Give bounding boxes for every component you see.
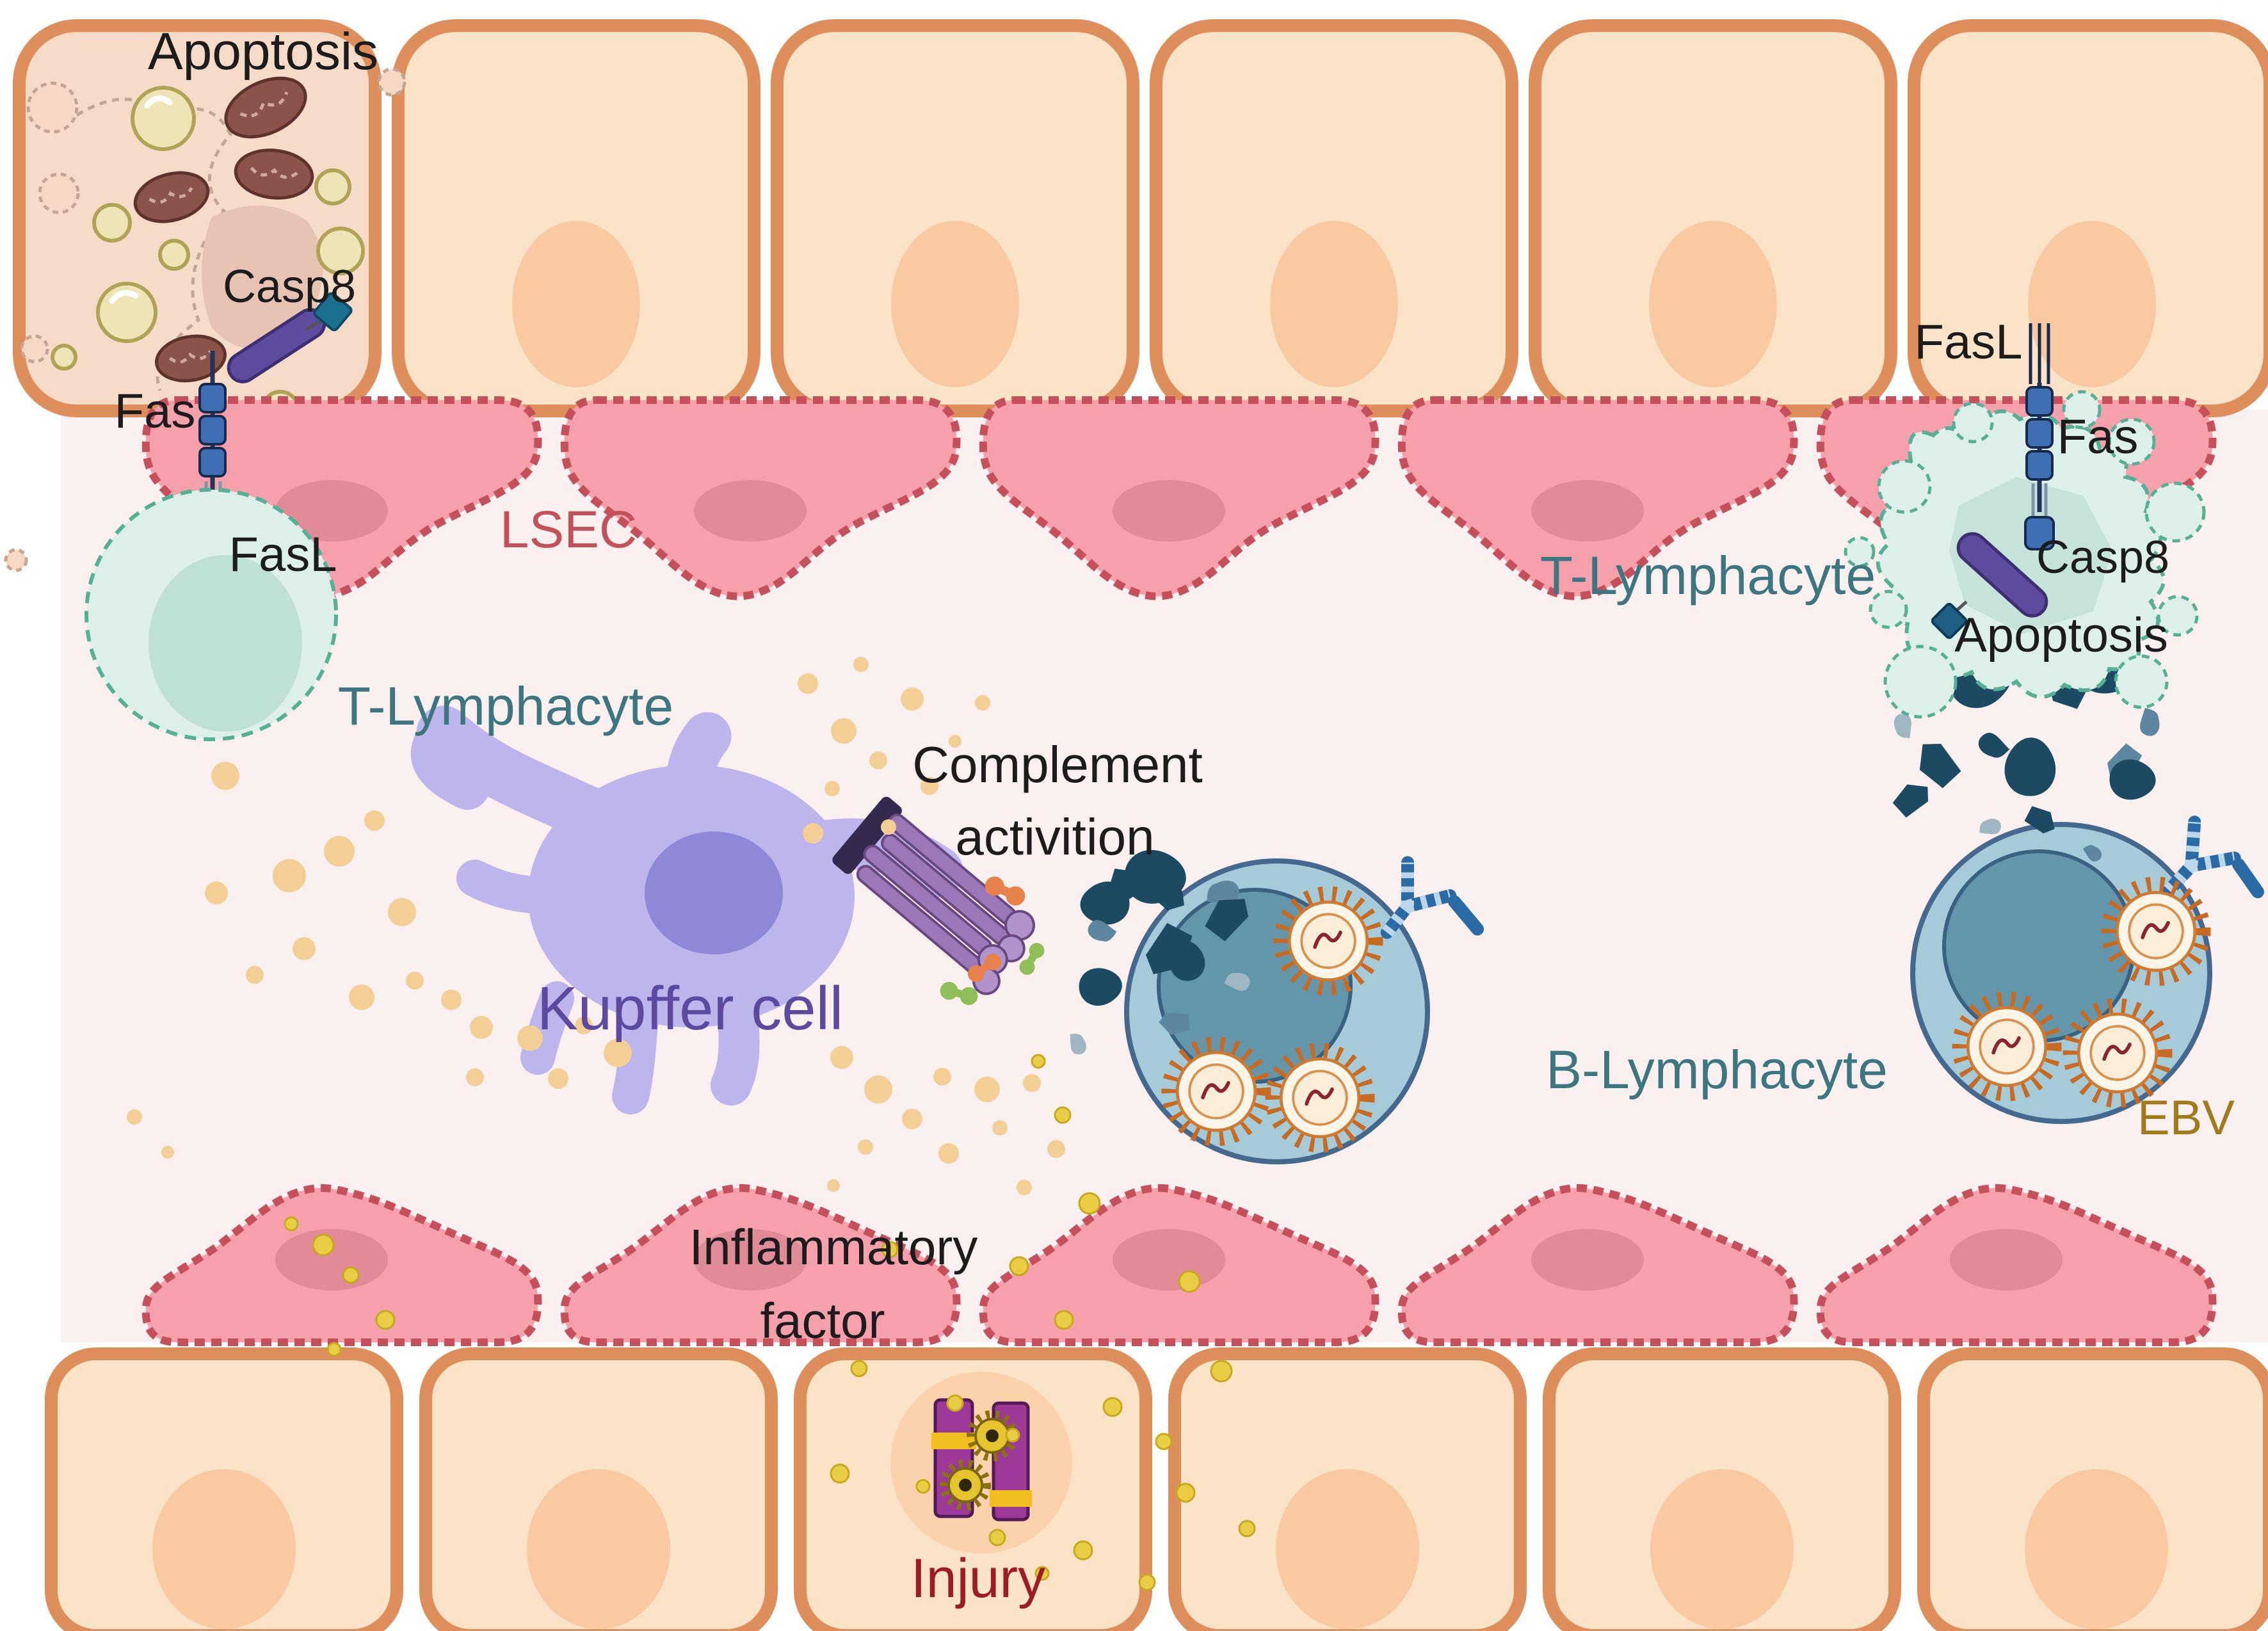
t-lymphocyte-left (84, 488, 338, 741)
inflammatory-dots-tan (127, 657, 1065, 1195)
t-cell-right-nucleus (1949, 477, 2112, 634)
label-t-lymphocyte-left: T-Lymphacyte (338, 676, 673, 736)
label-injury: Injury (911, 1548, 1045, 1609)
label-inflammatory-line1: Inflammatory (689, 1219, 978, 1275)
label-inflammatory-line2: factor (760, 1292, 885, 1349)
kupffer-nucleus (645, 832, 783, 954)
label-lsec: LSEC (500, 501, 637, 559)
fragmentation-outline (76, 97, 232, 391)
damaged-dna-structure (931, 1398, 1032, 1522)
label-apoptosis-left: Apoptosis (148, 22, 378, 81)
apoptotic-vesicles (51, 86, 365, 430)
bottom-hepatocyte-row (45, 1347, 2268, 1631)
membrane-blebs (4, 67, 406, 572)
label-complement-line2: activition (955, 808, 1154, 865)
kupffer-cell (411, 705, 963, 1114)
label-b-lymphocyte: B-Lymphacyte (1546, 1040, 1888, 1100)
label-fasl-left: FasL (229, 527, 337, 582)
label-t-lymphocyte-right: T-Lymphacyte (1540, 545, 1876, 606)
labels: Apoptosis Casp8 Fas FasL LSEC T-Lymphacy… (115, 22, 2235, 1609)
label-fas-left: Fas (115, 384, 196, 438)
apoptotic-bubbles (1844, 390, 2206, 719)
complement-complex (832, 796, 1045, 1006)
label-fas-right: Fas (2057, 410, 2139, 464)
label-apoptosis-right: Apoptosis (1954, 608, 2168, 663)
label-fasl-right: FasL (1915, 315, 2023, 369)
label-kupffer-cell: Kupffer cell (537, 974, 844, 1043)
label-casp8-right: Casp8 (2036, 532, 2169, 583)
injury-halo (890, 1372, 1072, 1554)
b-lymphocyte-right (1910, 822, 2264, 1124)
fas-fasl-signaling-left (198, 292, 353, 557)
top-hepatocyte-row (392, 19, 2268, 417)
apoptotic-hepatocyte (4, 19, 406, 572)
label-casp8-left: Casp8 (223, 261, 356, 312)
label-ebv: EBV (2137, 1091, 2235, 1145)
fas-fasl-signaling-right (1931, 323, 2055, 639)
injury-site (284, 1054, 1256, 1591)
label-complement-line1: Complement (912, 736, 1203, 793)
injury-dots-yellow (284, 1054, 1256, 1591)
mitochondria (133, 76, 314, 383)
complement-fragments-small (940, 876, 1045, 1006)
t-lymphocyte-right-apoptotic (1844, 323, 2206, 719)
b-lymphocyte-middle (1124, 861, 1484, 1164)
apoptotic-nucleus (202, 205, 323, 351)
